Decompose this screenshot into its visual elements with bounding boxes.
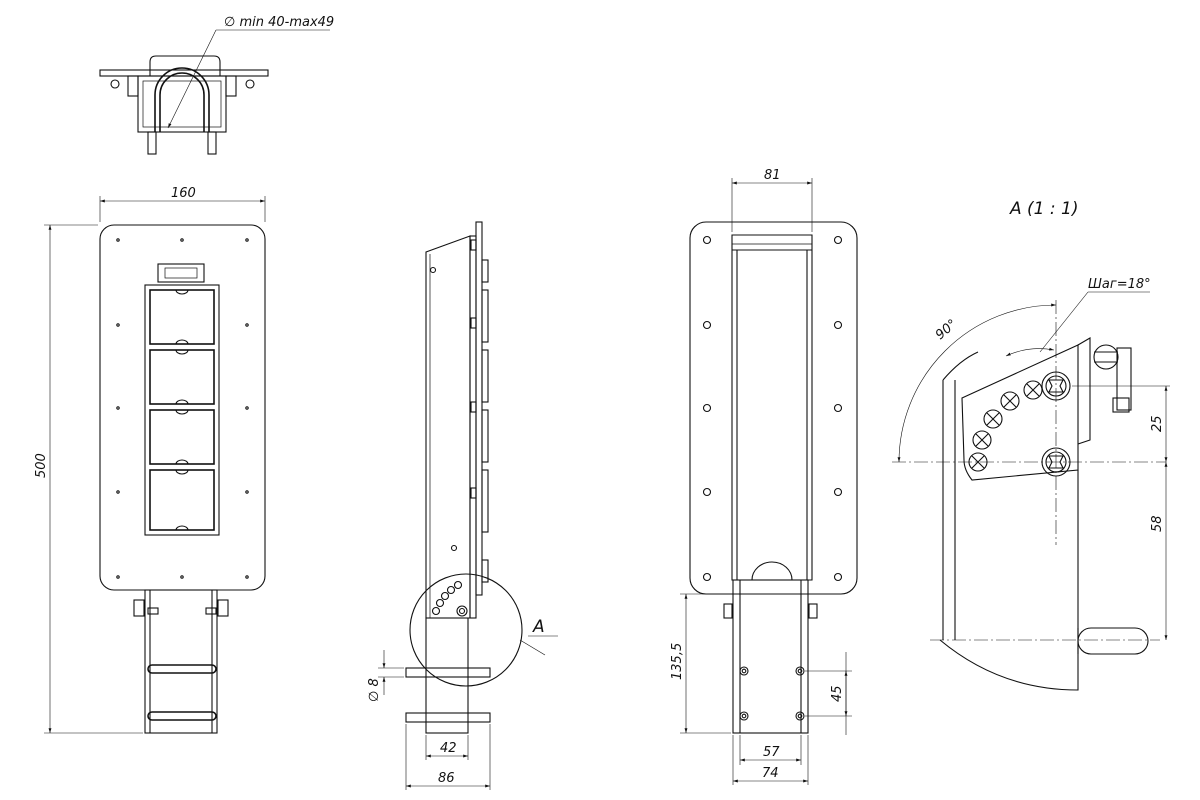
rear-bracket-height-label: 135,5 (670, 643, 685, 680)
detail-step-label: Шаг=18° (1088, 277, 1151, 292)
detail-title: A (1 : 1) (1009, 199, 1078, 219)
detail-callout-label: A (532, 617, 545, 637)
rear-channel-width-label: 81 (764, 168, 781, 183)
side-pin-diameter-label: ∅ 8 (367, 678, 382, 702)
front-height-label: 500 (34, 453, 49, 478)
side-inner-width-label: 42 (440, 741, 457, 756)
rear-bracket-width-label: 74 (762, 766, 779, 781)
top-view: ∅ min 40-max49 (99, 15, 334, 155)
top-diameter-label: ∅ min 40-max49 (224, 15, 334, 30)
rear-view: 81 135,5 45 57 74 (670, 168, 858, 785)
detail-angle-label: 90° (933, 317, 960, 343)
detail-a-view: A (1 : 1) 90° (892, 199, 1170, 691)
side-outer-width-label: 86 (438, 771, 455, 786)
front-width-label: 160 (171, 186, 196, 201)
detail-vert-25-label: 25 (1150, 415, 1165, 432)
rear-hole-width-label: 57 (763, 745, 780, 760)
side-view: A ∅ 8 42 86 (367, 221, 558, 790)
front-view: 160 500 (34, 186, 266, 734)
detail-vert-58-label: 58 (1150, 515, 1165, 532)
rear-hole-spacing-label: 45 (830, 685, 845, 702)
